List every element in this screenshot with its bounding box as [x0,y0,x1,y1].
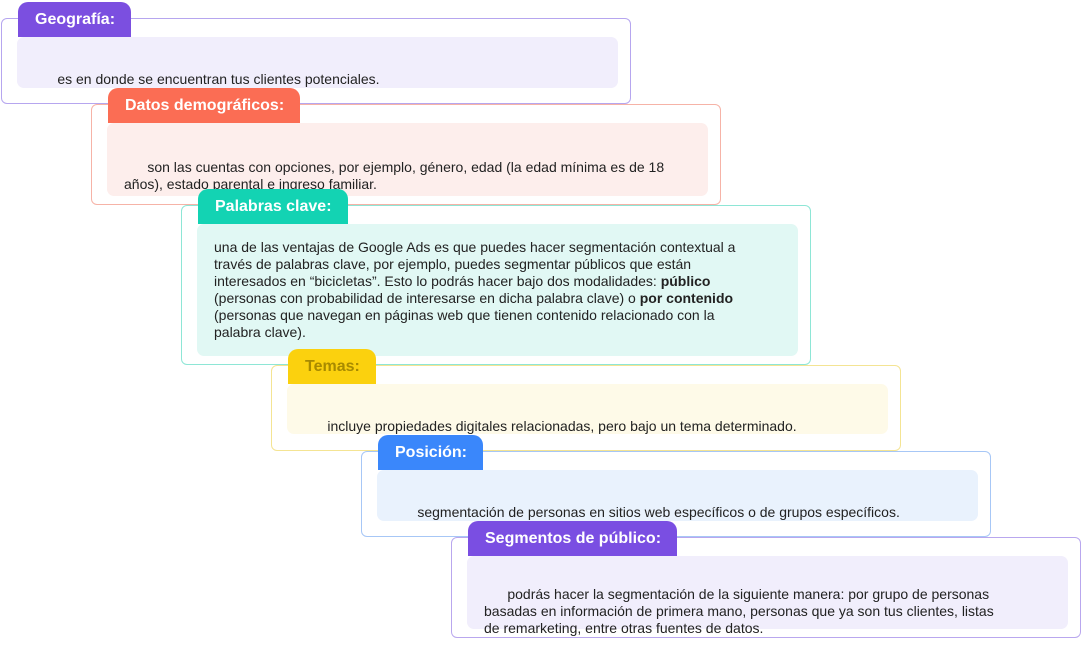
card-posicion-body: segmentación de personas en sitios web e… [377,470,978,521]
text-part: (personas con probabilidad de interesars… [214,290,636,306]
card-palabras-clave-text: una de las ventajas de Google Ads es que… [214,239,798,341]
card-posicion-title: Posición: [378,435,484,470]
card-temas: Temas: incluye propiedades digitales rel… [271,349,901,451]
card-segmentos-de-publico-body: podrás hacer la segmentación de la sigui… [467,556,1068,636]
card-temas-text: incluye propiedades digitales relacionad… [304,401,888,452]
text-part: son las cuentas con opciones, por ejempl… [124,159,665,192]
text-bold-por-contenido: por contenido [639,290,734,306]
text-part: es en donde se encuentran tus clientes p… [57,71,380,87]
text-part: (personas que navegan en páginas web que… [214,307,715,340]
card-temas-body: incluye propiedades digitales relacionad… [287,384,888,434]
card-palabras-clave-body: una de las ventajas de Google Ads es que… [197,224,798,356]
card-geografia: Geografía: es en donde se encuentran tus… [1,2,631,104]
card-posicion: Posición: segmentación de personas en si… [361,435,991,537]
card-segmentos-de-publico-text: podrás hacer la segmentación de la sigui… [484,569,1068,654]
card-posicion-text: segmentación de personas en sitios web e… [394,487,978,538]
text-part: segmentación de personas en sitios web e… [417,504,900,520]
text-bold-publico: público [660,273,711,289]
text-part: incluye propiedades digitales relacionad… [327,418,797,434]
card-segmentos-de-publico-title: Segmentos de público: [468,521,678,556]
card-datos-demograficos-body: son las cuentas con opciones, por ejempl… [107,123,708,196]
card-geografia-title: Geografía: [18,2,132,37]
card-temas-title: Temas: [288,349,376,384]
card-geografia-text: es en donde se encuentran tus clientes p… [34,54,618,105]
card-palabras-clave-title: Palabras clave: [198,189,348,224]
card-datos-demograficos-title: Datos demográficos: [108,88,301,123]
card-datos-demograficos-text: son las cuentas con opciones, por ejempl… [124,142,708,210]
card-palabras-clave: Palabras clave: una de las ventajas de G… [181,189,811,365]
text-part: una de las ventajas de Google Ads es que… [214,239,736,289]
text-part: podrás hacer la segmentación de la sigui… [484,586,994,636]
card-geografia-body: es en donde se encuentran tus clientes p… [17,37,618,88]
card-datos-demograficos: Datos demográficos: son las cuentas con … [91,88,721,205]
card-segmentos-de-publico: Segmentos de público: podrás hacer la se… [451,521,1081,638]
